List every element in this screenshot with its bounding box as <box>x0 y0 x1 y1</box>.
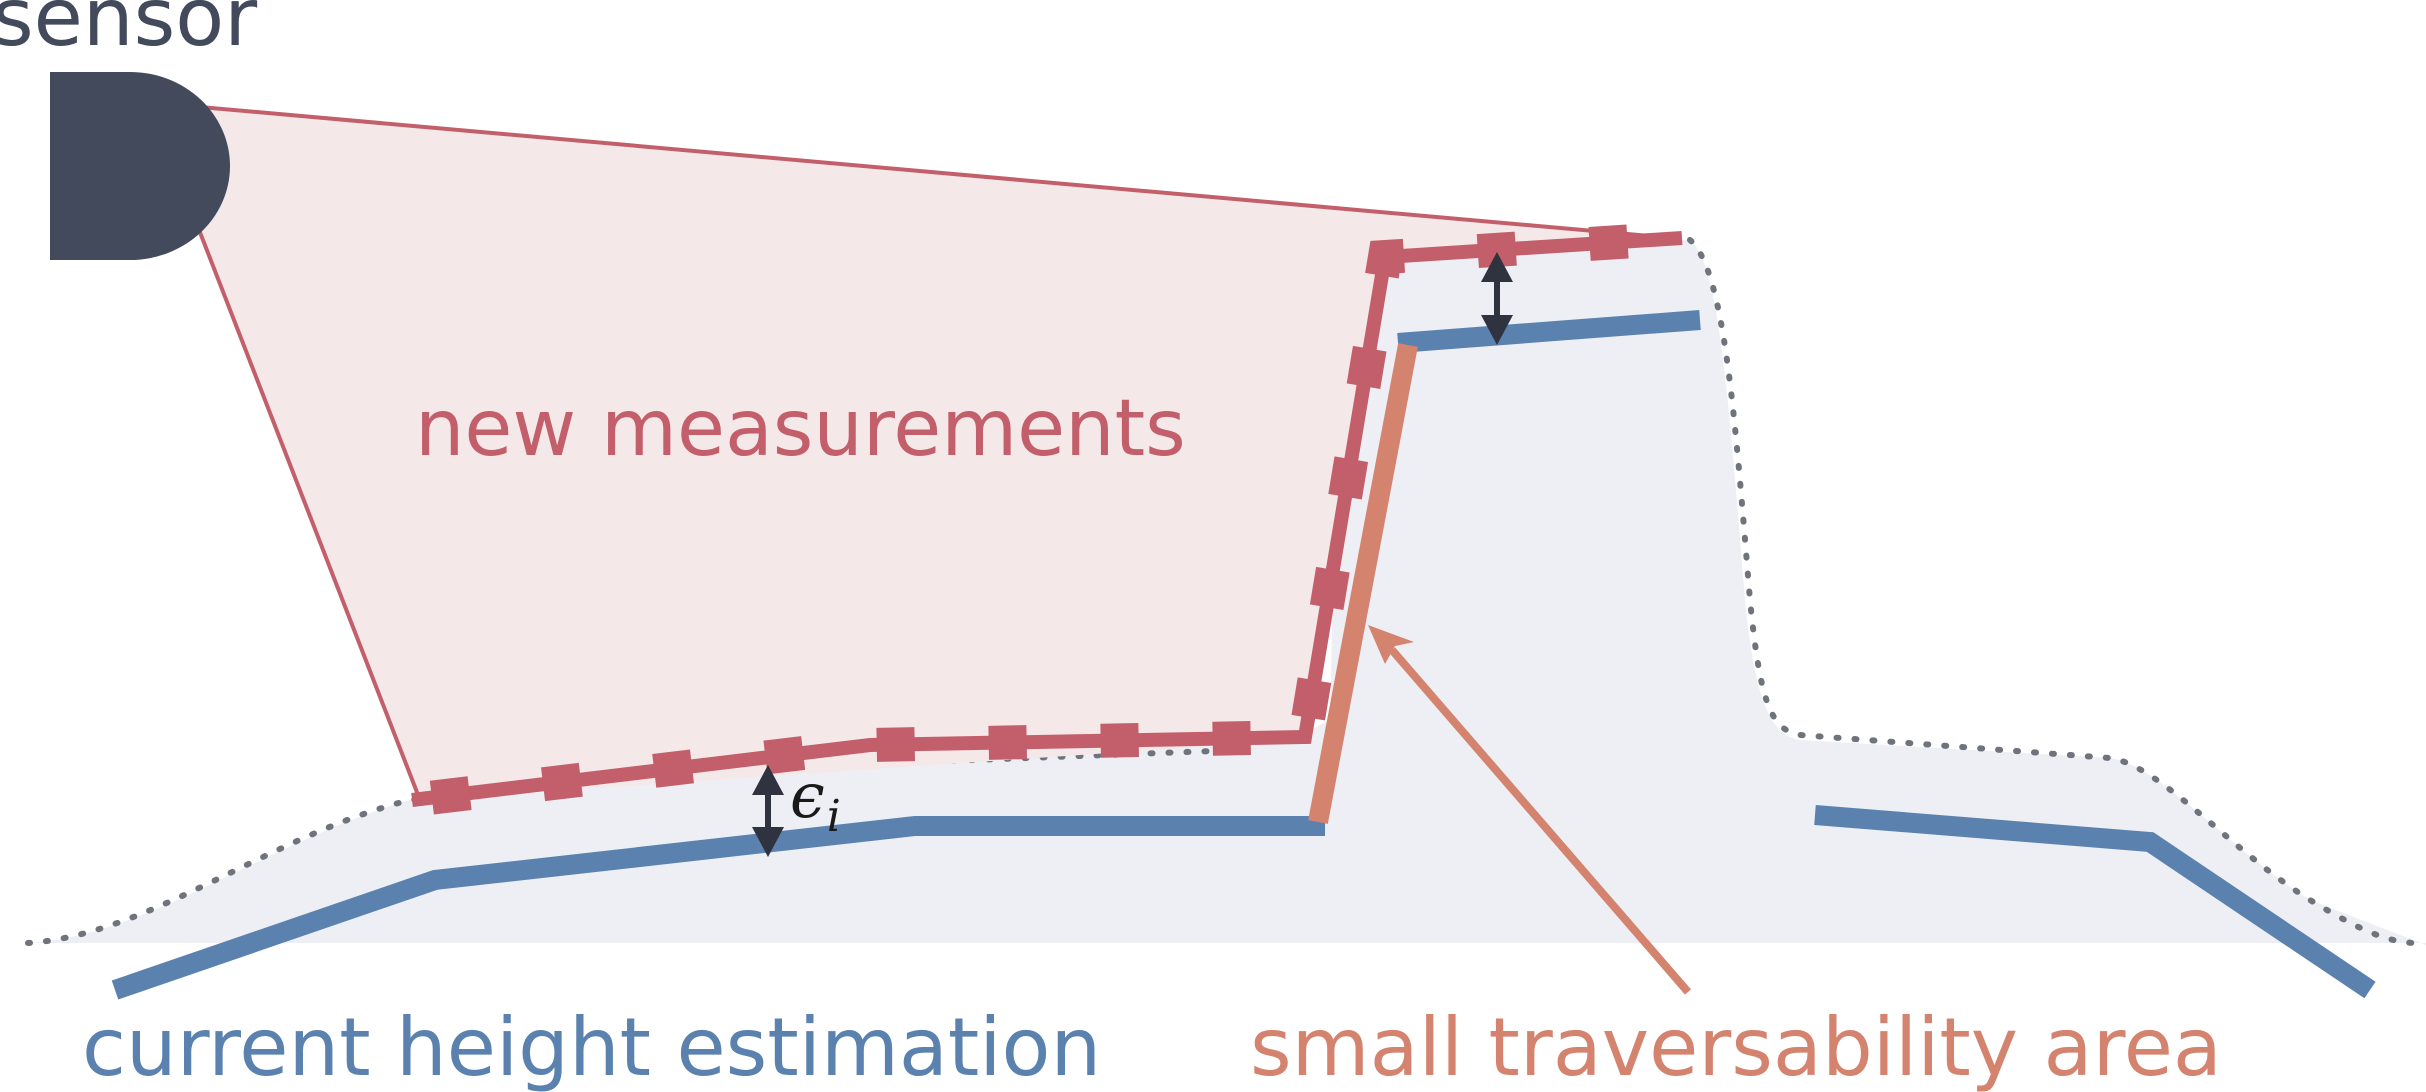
arrow-icon <box>1368 625 1414 664</box>
sensor-ray-bottom <box>194 221 422 801</box>
current-height-estimation-label: current height estimation <box>82 1001 1101 1092</box>
double-arrow-icon <box>1481 252 1513 345</box>
ground-profile-dotted <box>25 237 2426 947</box>
sensor-icon <box>50 72 230 260</box>
epsilon-label: ϵi <box>790 759 841 842</box>
terrain-area <box>30 240 2426 945</box>
height-estimation-left <box>111 816 1325 1000</box>
double-arrow-icon <box>752 765 784 857</box>
traversability-segment <box>1308 343 1418 824</box>
traversability-callout-line <box>1388 647 1692 995</box>
small-traversability-area-label: small traversability area <box>1250 1001 2222 1092</box>
sensor-ray-top <box>199 105 1651 238</box>
measurement-cone <box>195 107 1650 800</box>
height-estimation-right <box>1814 805 2376 999</box>
new-measurement-dashes <box>409 221 1684 817</box>
height-estimation-top <box>1397 310 1701 353</box>
sensor-label: sensor <box>0 0 257 64</box>
new-measurements-label: new measurements <box>415 384 1186 474</box>
